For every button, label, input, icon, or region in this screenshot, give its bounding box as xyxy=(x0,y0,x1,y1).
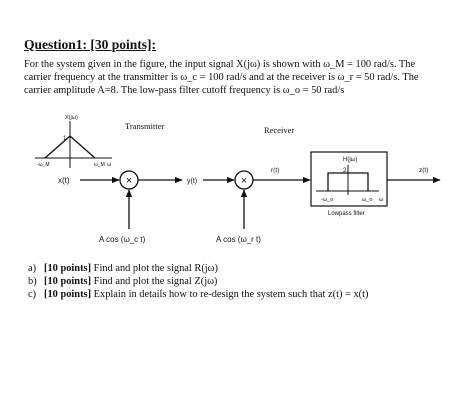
receiver-stage: Receiver × A cos (ω_r t) r(t) xyxy=(203,125,311,244)
spectrum-neg-edge-label: -ω_M xyxy=(37,162,50,168)
filter-axis-label: ω xyxy=(379,197,384,203)
statement-line: carrier amplitude A=8. The low-pass filt… xyxy=(24,85,345,96)
demodulated-signal-label: r(t) xyxy=(271,167,279,174)
filter-box xyxy=(310,151,388,207)
task-text: Explain in details how to re-design the … xyxy=(93,289,369,300)
filter-passband xyxy=(327,172,369,191)
spectrum-title: X(jω) xyxy=(65,115,78,121)
spectrum-triangle xyxy=(44,135,96,159)
transmitter-stage: Transmitter x(t) × A cos (ω_c t) y(t) xyxy=(58,121,197,244)
input-spectrum-sketch: X(jω) 1 -ω_M ω_M ω xyxy=(35,115,112,168)
transmitter-carrier-label: A cos (ω_c t) xyxy=(99,235,146,244)
question-heading: Question1: [30 points]: xyxy=(24,37,157,52)
task-marker: b) xyxy=(28,276,37,287)
task-marker: c) xyxy=(28,289,37,300)
task-text: Find and plot the signal R(jω) xyxy=(93,263,218,274)
filter-gain-label: 2 xyxy=(343,168,347,174)
filter-title: H(jω) xyxy=(343,157,357,163)
task-item: a) [10 points] Find and plot the signal R… xyxy=(28,262,458,275)
task-marker: a) xyxy=(28,263,37,274)
task-points: [10 points] xyxy=(44,276,92,287)
task-item: b) [10 points] Find and plot the signal Z… xyxy=(28,275,458,288)
spectrum-peak-label: 1 xyxy=(63,136,67,142)
spectrum-pos-edge-label: ω_M xyxy=(94,162,105,168)
modulated-signal-label: y(t) xyxy=(187,178,197,185)
lowpass-filter-block: H(jω) 2 -ω_o ω_o ω Lowpass filter z(t) xyxy=(310,151,441,217)
receiver-mixer-symbol: × xyxy=(241,175,247,187)
filter-pos-cutoff-label: ω_o xyxy=(362,197,372,203)
spectrum-axis-label: ω xyxy=(107,162,112,168)
receiver-label: Receiver xyxy=(264,125,294,135)
input-signal-label: x(t) xyxy=(58,176,70,185)
task-points: [10 points] xyxy=(44,263,92,274)
transmitter-label: Transmitter xyxy=(125,121,165,131)
task-text: Find and plot the signal Z(jω) xyxy=(93,276,218,287)
statement-line: carrier frequency at the transmitter is … xyxy=(24,72,419,83)
filter-neg-cutoff-label: -ω_o xyxy=(321,197,333,203)
problem-statement: For the system given in the figure, the … xyxy=(24,58,444,97)
statement-line: For the system given in the figure, the … xyxy=(24,59,416,70)
task-list: a) [10 points] Find and plot the signal R… xyxy=(28,262,458,301)
output-signal-label: z(t) xyxy=(419,167,428,174)
task-item: c) [10 points] Explain in details how to … xyxy=(28,288,458,301)
transmitter-mixer-symbol: × xyxy=(126,175,132,187)
filter-caption: Lowpass filter xyxy=(328,211,365,217)
task-points: [10 points] xyxy=(44,289,92,300)
receiver-carrier-label: A cos (ω_r t) xyxy=(216,235,261,244)
